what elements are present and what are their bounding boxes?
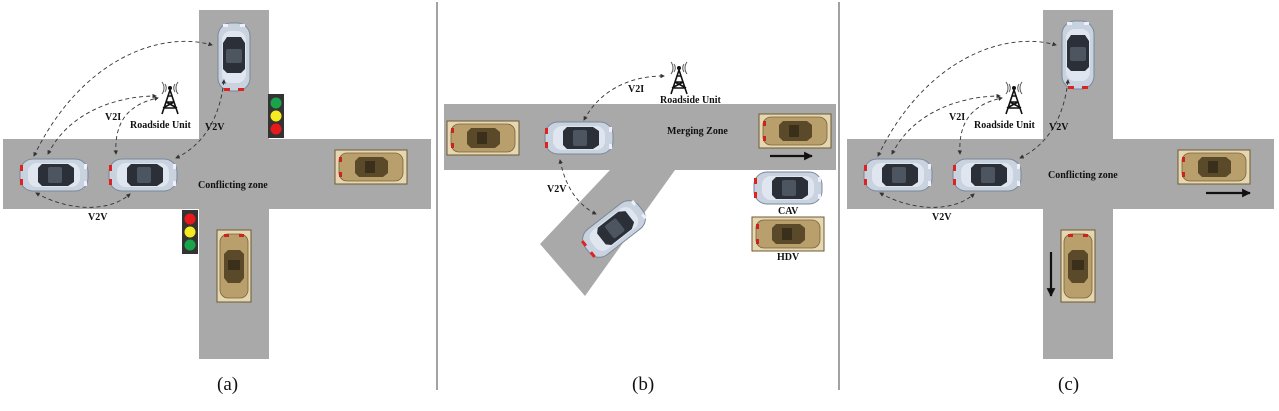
merging-zone-label: Merging Zone	[667, 126, 728, 137]
cav-car-icon	[952, 158, 1022, 192]
hdv-car-icon	[1177, 149, 1251, 185]
hdv-car-icon	[1060, 229, 1096, 303]
v2v-label: V2V	[88, 212, 108, 223]
v2v-label: V2V	[205, 122, 225, 133]
legend-cav-label: CAV	[778, 206, 799, 217]
hdv-car-icon	[758, 113, 832, 149]
legend: CAV HDV	[751, 171, 825, 263]
v2v-link	[33, 40, 213, 157]
panel-caption: (a)	[217, 374, 238, 395]
cav-car-icon	[217, 22, 251, 92]
v2i-link	[891, 93, 1001, 155]
v2v-link	[877, 40, 1057, 157]
cav-car-icon	[19, 158, 89, 192]
v2v-label: V2V	[1049, 122, 1069, 133]
roadside-unit-icon	[1005, 81, 1023, 115]
cav-car-icon	[108, 158, 178, 192]
cav-car-icon	[1061, 20, 1095, 90]
conflicting-zone-label: Conflicting zone	[1048, 170, 1118, 181]
cav-car-icon	[863, 158, 933, 192]
cav-car-icon	[544, 121, 614, 155]
v2i-link	[113, 96, 159, 155]
roadside-unit-icon	[161, 81, 179, 115]
panel-c: Roadside Unit Conflicting zone V2I V2V V…	[847, 10, 1274, 395]
conflicting-zone-label: Conflicting zone	[198, 180, 268, 191]
v2i-label: V2I	[949, 112, 965, 123]
panel-caption: (b)	[632, 374, 654, 395]
v2i-link	[583, 73, 665, 121]
v2i-label: V2I	[628, 84, 644, 95]
panel-b: Roadside Unit Merging Zone V2I V2V CAV H…	[444, 61, 836, 395]
roadside-unit-label: Roadside Unit	[660, 95, 722, 106]
v2v-link	[558, 159, 597, 215]
v2v-label: V2V	[547, 184, 567, 195]
panel-caption: (c)	[1058, 374, 1079, 395]
v2i-link	[47, 93, 157, 155]
hdv-car-icon	[446, 120, 520, 156]
v2i-link	[957, 96, 1003, 155]
v2v-label: V2V	[932, 212, 952, 223]
traffic-light-icon	[182, 210, 198, 254]
roadside-unit-label: Roadside Unit	[974, 120, 1036, 131]
roadside-unit-icon	[670, 61, 688, 95]
hdv-car-icon	[216, 229, 252, 303]
hdv-car-icon	[334, 149, 408, 185]
cav-car-icon	[753, 171, 823, 205]
hdv-car-icon	[751, 216, 825, 252]
legend-hdv-label: HDV	[777, 252, 800, 263]
v2i-label: V2I	[105, 112, 121, 123]
traffic-light-icon	[268, 94, 284, 138]
panel-a: Roadside Unit Conflicting zone V2I V2V V…	[3, 10, 431, 395]
roadside-unit-label: Roadside Unit	[130, 120, 192, 131]
